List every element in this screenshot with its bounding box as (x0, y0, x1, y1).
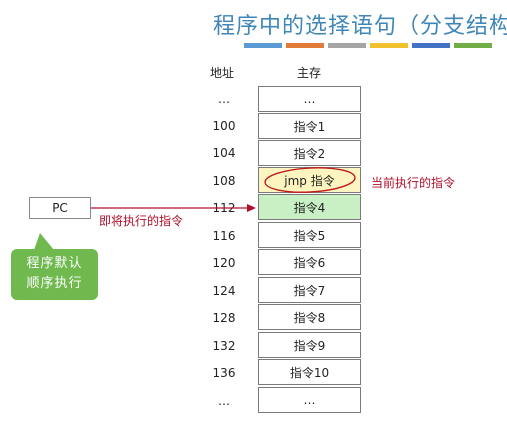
address-label: 108 (212, 174, 236, 188)
speech-bubble: 程序默认 顺序执行 (11, 249, 98, 300)
bubble-tail (34, 233, 54, 250)
jmp-highlight-circle (264, 167, 356, 193)
next-instruction-label: 即将执行的指令 (99, 214, 184, 228)
memory-cell: 指令6 (258, 249, 361, 275)
color-bar-5 (412, 43, 450, 48)
color-bar-4 (370, 43, 408, 48)
memory-cell: 指令1 (258, 113, 361, 139)
page-title: 程序中的选择语句（分支结构 (213, 14, 507, 39)
memory-cell: 指令8 (258, 304, 361, 330)
address-label: 124 (212, 284, 236, 298)
memory-cell: … (258, 387, 361, 413)
memory-cell: 指令10 (258, 359, 361, 385)
address-label: … (218, 394, 230, 408)
color-bar-2 (286, 43, 324, 48)
address-label: 128 (212, 311, 236, 325)
address-label: 104 (212, 146, 236, 160)
memory-cell: 指令2 (258, 140, 361, 166)
color-bar-3 (328, 43, 366, 48)
address-label: 100 (212, 119, 236, 133)
memory-cell: 指令5 (258, 222, 361, 248)
memory-header: 主存 (297, 66, 322, 80)
memory-cell-next: 指令4 (258, 194, 361, 220)
address-label: 120 (212, 256, 236, 270)
bubble-line-1: 程序默认 (26, 256, 83, 271)
address-label: 136 (212, 366, 236, 380)
address-label: 132 (212, 339, 236, 353)
address-label: … (218, 92, 230, 106)
color-bar-1 (244, 43, 282, 48)
address-header: 地址 (210, 66, 235, 80)
current-instruction-label: 当前执行的指令 (371, 176, 456, 190)
pc-arrow-head (247, 204, 256, 212)
pc-register: PC (29, 197, 91, 219)
color-bar-6 (454, 43, 492, 48)
address-label: 116 (212, 229, 236, 243)
bubble-line-2: 顺序执行 (26, 276, 83, 291)
memory-cell: 指令7 (258, 277, 361, 303)
memory-cell: … (258, 86, 361, 112)
color-bar-strip (244, 43, 494, 48)
memory-cell: 指令9 (258, 332, 361, 358)
